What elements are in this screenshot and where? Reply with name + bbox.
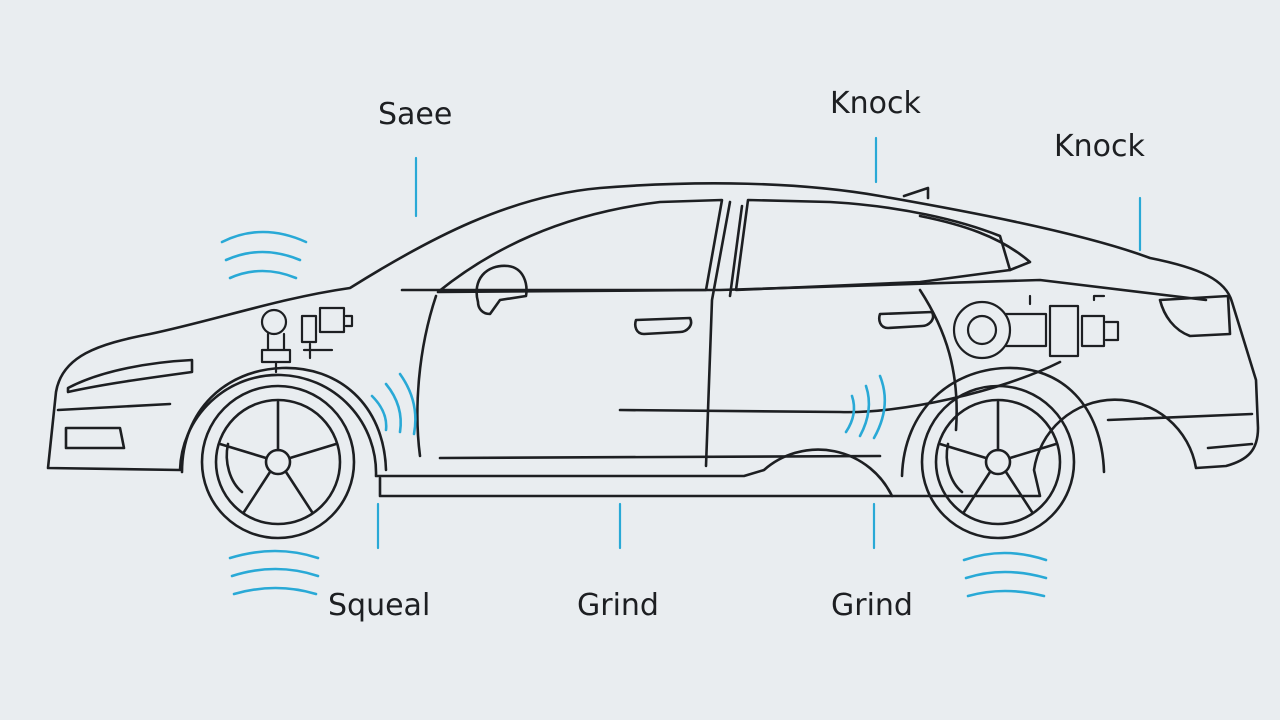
rear-door-handle	[877, 310, 935, 330]
rear-suspension-assembly	[952, 294, 1120, 360]
rear-wheel-arch	[900, 366, 1106, 478]
sound-wave-icon	[962, 551, 1048, 562]
wheel-icon	[920, 384, 1076, 540]
rear-brake-caliper	[945, 442, 964, 494]
front-grille-line	[56, 402, 172, 412]
label-grind-rear: Grind	[831, 588, 913, 623]
side-skirt-line	[438, 454, 882, 460]
front-suspension-assembly	[260, 306, 354, 374]
c-pillar-door-line	[728, 204, 744, 298]
front-window	[436, 198, 724, 294]
trunk-spoiler	[902, 186, 930, 200]
label-squeal: Squeal	[328, 588, 431, 623]
side-mirror	[475, 264, 528, 316]
front-bumper-intake	[64, 426, 126, 450]
brake-caliper-icon	[952, 300, 1012, 360]
sound-wave-icon	[844, 394, 856, 434]
car-body	[46, 182, 1260, 498]
sound-wave-front-door	[370, 372, 417, 436]
car-outline	[46, 182, 1260, 498]
tail-light	[1158, 294, 1232, 338]
sound-wave-icon	[370, 394, 388, 432]
sound-wave-icon	[220, 230, 308, 244]
sound-wave-rear-door	[844, 374, 887, 440]
rear-wheel	[920, 384, 1076, 540]
label-leader-lines	[376, 136, 1142, 550]
rear-window	[734, 198, 1012, 292]
label-grind-middle: Grind	[577, 588, 659, 623]
label-saee: Saee	[378, 97, 453, 132]
label-knock-top: Knock	[830, 86, 921, 121]
rear-diffuser	[1206, 442, 1254, 450]
sound-wave-bottom-rear	[962, 551, 1048, 598]
front-brake-caliper	[225, 442, 244, 494]
wheel-spokes	[938, 400, 1058, 514]
sound-wave-icon	[228, 549, 320, 560]
rear-door-line	[918, 288, 958, 432]
wheel-icon	[200, 384, 356, 540]
side-sill	[378, 476, 894, 498]
label-knock-rear: Knock	[1054, 129, 1145, 164]
a-pillar-door-line	[416, 294, 438, 458]
sound-wave-bottom-front	[228, 549, 320, 596]
front-wheel-arch	[180, 366, 388, 474]
brake-caliper-icon	[260, 308, 288, 336]
front-door-handle	[633, 316, 693, 336]
headlight	[66, 358, 194, 394]
wheel-spokes	[218, 400, 338, 514]
rear-quarter-window	[918, 214, 1032, 272]
front-wheel	[200, 384, 356, 540]
sound-wave-top-front	[220, 230, 308, 280]
rear-bumper-line	[1106, 412, 1254, 422]
